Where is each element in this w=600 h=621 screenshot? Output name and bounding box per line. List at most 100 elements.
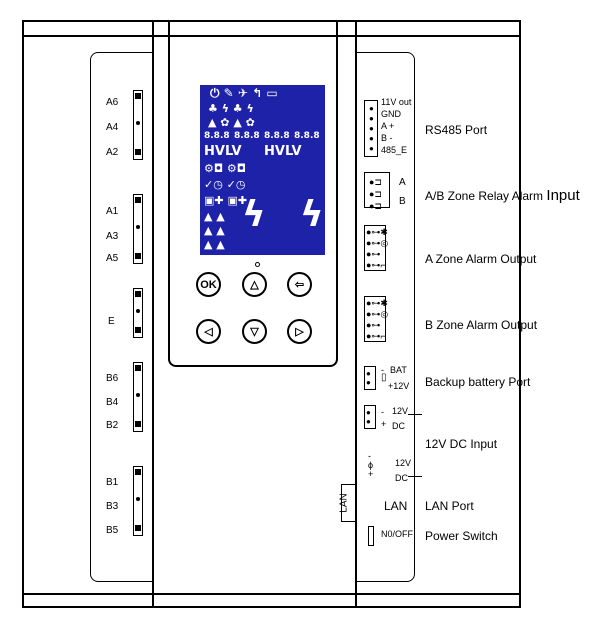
relay-input-label-main: A/B Zone Relay Alarm <box>425 189 544 203</box>
terminal-block-a-top <box>133 90 143 160</box>
battery-connector <box>364 366 376 390</box>
rs485-pin-gnd: GND <box>381 109 401 119</box>
terminal-label-a2: A2 <box>106 147 119 158</box>
battery-minus: - <box>381 365 384 375</box>
lcd-top-icons: ⏻ ✎ ✈ ↰ ▭ <box>210 86 278 100</box>
triangle-up-icon: △ <box>250 279 259 291</box>
dc-input-fuse-icon: -ϕ+ <box>368 451 374 479</box>
zone-a-output-label: A Zone Alarm Output <box>425 252 537 266</box>
lan-port-box <box>341 484 356 522</box>
display-housing <box>168 20 338 367</box>
terminal-label-b2: B2 <box>106 420 119 431</box>
battery-pins-icon: ●● <box>366 369 371 387</box>
relay-input-pin-b: B <box>399 196 406 207</box>
lan-label: LAN Port <box>425 499 474 513</box>
terminal-label-a5: A5 <box>106 253 119 264</box>
battery-icon: ▯ <box>381 372 387 383</box>
lcd-row2-icons: ▲ ✿ ▲ ✿ <box>208 116 255 129</box>
dc-input-voltage-2: 12V <box>395 458 412 468</box>
dc-input-label: 12V DC Input <box>425 437 498 451</box>
lan-vertical-label: LAN <box>338 493 350 513</box>
terminal-label-e: E <box>108 316 115 327</box>
relay-input-label: A/B Zone Relay Alarm Input <box>425 188 580 203</box>
lcd-row1-icons: ♣ ϟ ♣ ϟ <box>208 102 254 115</box>
lcd-warning-icons-1: ▲ ▲ <box>204 210 225 223</box>
lcd-hv-2: HV <box>264 144 285 159</box>
lcd-lv-2: LV <box>285 144 302 159</box>
lcd-digits-4: 8.8.8 <box>294 131 320 141</box>
terminal-label-b4: B4 <box>106 397 119 408</box>
enclosure-outer <box>22 20 521 608</box>
lcd-screen: ⏻ ✎ ✈ ↰ ▭ ♣ ϟ ♣ ϟ ▲ ✿ ▲ ✿ 8.8.8 8.8.8 8.… <box>200 85 325 255</box>
rs485-pin-485e: 485_E <box>381 145 408 155</box>
rs485-pin-a: A + <box>381 121 395 131</box>
terminal-label-b6: B6 <box>106 373 119 384</box>
rs485-pin-b: B - <box>381 133 393 143</box>
lcd-lv-1: LV <box>225 144 242 159</box>
enclosure-right-divider <box>355 20 357 608</box>
left-terminal-panel <box>90 52 152 582</box>
rs485-connector <box>364 100 378 157</box>
zone-b-output-connector <box>364 296 386 342</box>
lcd-alarm-icons: ✓◷ ✓◷ <box>204 178 246 191</box>
terminal-label-a4: A4 <box>106 122 119 133</box>
triangle-left-icon: ◁ <box>204 326 213 338</box>
lcd-status-icons: ⚙◘ ⚙◘ <box>204 162 247 175</box>
lcd-hv-1: HV <box>204 144 225 159</box>
terminal-label-a1: A1 <box>106 206 119 217</box>
rs485-label: RS485 Port <box>425 123 488 137</box>
lan-pin-label: LAN <box>384 499 408 513</box>
dc-input-plus: + <box>381 419 387 429</box>
indicator-led <box>255 262 260 267</box>
power-pin-label: N0/OFF <box>381 529 414 539</box>
rs485-pin-11v: 11V out <box>381 97 412 107</box>
enclosure-left-divider <box>152 20 154 608</box>
ok-button[interactable]: OK <box>196 272 221 297</box>
enclosure-top-inner-line <box>22 35 521 37</box>
relay-input-pin-a: A <box>399 177 406 188</box>
dc-input-connector <box>364 405 376 429</box>
power-switch[interactable] <box>368 526 374 546</box>
zone-b-output-label: B Zone Alarm Output <box>425 318 538 332</box>
terminal-label-a3: A3 <box>106 231 119 242</box>
zone-b-relay-icon: ●⊶✱●⊶◎●⊶●⊶⌐ <box>366 298 389 341</box>
terminal-block-b-bot <box>133 466 143 536</box>
left-button[interactable]: ◁ <box>196 319 221 344</box>
lcd-digits-2: 8.8.8 <box>234 131 260 141</box>
terminal-label-a6: A6 <box>106 97 119 108</box>
lcd-digits-1: 8.8.8 <box>204 131 230 141</box>
dc-input-minus: - <box>381 407 384 417</box>
back-button[interactable]: ⇦ <box>287 272 312 297</box>
terminal-label-b1: B1 <box>106 477 119 488</box>
zone-a-output-connector <box>364 225 386 271</box>
enclosure-bottom-inner-line <box>22 593 521 595</box>
terminal-block-b-top <box>133 362 143 432</box>
battery-label: Backup battery Port <box>425 375 531 389</box>
lcd-bolt-icon-1: ϟ <box>242 194 266 235</box>
relay-input-label-suffix: Input <box>546 187 580 204</box>
relay-input-connector <box>364 172 390 208</box>
lcd-warning-icons-3: ▲ ▲ <box>204 238 225 251</box>
power-label: Power Switch <box>425 529 498 543</box>
lcd-warning-icons-2: ▲ ▲ <box>204 224 225 237</box>
lcd-digits-3: 8.8.8 <box>264 131 290 141</box>
battery-voltage: +12V <box>388 381 410 391</box>
dc-input-dc-2: DC <box>395 473 408 483</box>
lcd-bolt-icon-2: ϟ <box>300 194 324 235</box>
dc-input-dc: DC <box>392 421 405 431</box>
back-arrow-icon: ⇦ <box>294 279 305 291</box>
down-button[interactable]: ▽ <box>242 319 267 344</box>
dc-input-leader-2 <box>408 476 422 477</box>
dc-input-voltage: 12V <box>392 406 409 416</box>
triangle-right-icon: ▷ <box>295 326 304 338</box>
right-terminal-panel <box>355 52 415 582</box>
lcd-zone-icons: ▣✚ ▣✚ <box>204 194 248 207</box>
dc-input-pins-icon: ●● <box>366 408 371 426</box>
dc-input-leader-1 <box>408 414 422 415</box>
right-button[interactable]: ▷ <box>287 319 312 344</box>
triangle-down-icon: ▽ <box>250 326 259 338</box>
up-button[interactable]: △ <box>242 272 267 297</box>
zone-a-relay-icon: ●⊶✱●⊶◎●⊶●⊶⌐ <box>366 227 389 270</box>
terminal-block-a-mid <box>133 194 143 264</box>
terminal-block-e <box>133 288 143 338</box>
